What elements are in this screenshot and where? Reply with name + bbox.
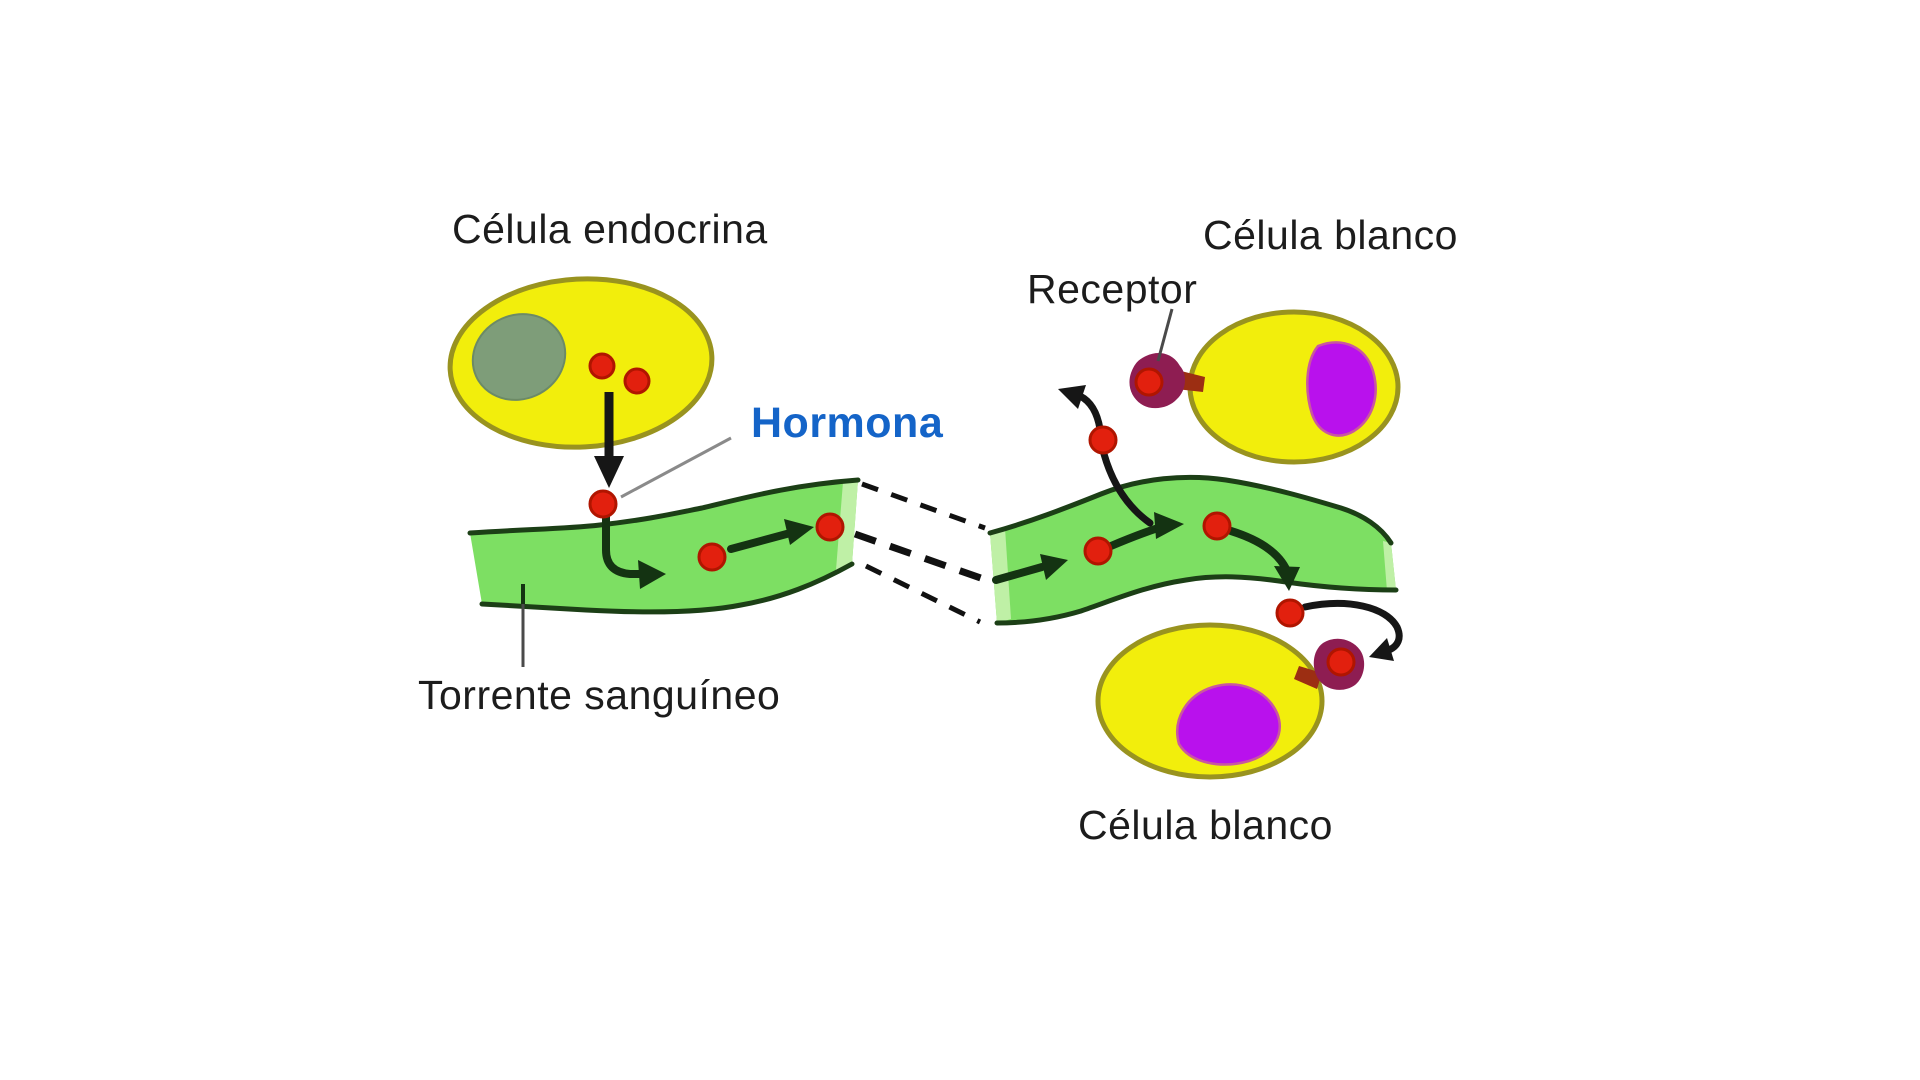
target-cell-bottom-nucleus [1176, 683, 1281, 766]
receptor-label: Receptor [1027, 266, 1198, 312]
gap-dash-middle [853, 530, 994, 586]
bloodstream-right-bottom-edge [994, 574, 1399, 626]
hormone-dot [1083, 536, 1113, 566]
bloodstream-right-segment [990, 477, 1396, 623]
target-cell-top-label: Célula blanco [1203, 212, 1458, 258]
hormone-leader-line [620, 436, 732, 499]
hormone-dot-bound-top [1134, 367, 1164, 397]
right-flow-arrow [992, 563, 1046, 584]
bloodstream-left-top-edge [467, 477, 861, 536]
hormone-dot [588, 489, 618, 519]
bloodstream-left-segment [470, 480, 858, 612]
endocrine-cell-label: Célula endocrina [452, 206, 768, 252]
hormone-dot-bound-bottom [1326, 647, 1356, 677]
reentry-arrow-head [1154, 512, 1184, 539]
receptor-leader-line [1156, 308, 1174, 362]
exit-down-arrow-head [1274, 566, 1300, 591]
target-cell-top-nucleus [1306, 341, 1377, 437]
hormone-dot [623, 367, 651, 395]
right-flow-arrow-head [1040, 554, 1068, 580]
reentry-arrow-lower [1107, 524, 1162, 550]
endocrine-cell-nucleus [471, 313, 567, 401]
hormone-dot [815, 512, 845, 542]
gap-dash-top [861, 481, 986, 531]
gap-dash-bottom [864, 563, 982, 625]
bloodstream-right-cut-face-right [1383, 541, 1396, 591]
entry-flow-arrow-head [638, 560, 666, 589]
hormone-label: Hormona [751, 399, 944, 447]
bloodstream-label: Torrente sanguíneo [418, 672, 781, 718]
hormone-dot [1202, 511, 1232, 541]
entry-flow-arrow [602, 512, 644, 578]
to-bottom-receptor-arrow-head [1369, 638, 1394, 661]
bloodstream-right-top-edge [987, 474, 1394, 546]
secretion-arrow-head [594, 456, 624, 488]
exit-to-receptor-arrow-head [1058, 385, 1086, 409]
to-bottom-receptor-arrow [1301, 600, 1403, 654]
target-cell-bottom-label: Célula blanco [1078, 802, 1333, 848]
hormone-dot [697, 542, 727, 572]
left-flow-arrow [727, 528, 798, 553]
left-flow-arrow-head [784, 519, 814, 545]
hormone-dot [1275, 598, 1305, 628]
bloodstream-left-bottom-edge [479, 561, 855, 615]
hormone-dot [1088, 425, 1118, 455]
reentry-arrow-upper [1100, 450, 1154, 527]
hormone-dot [588, 352, 616, 380]
exit-to-receptor-arrow [1076, 392, 1104, 433]
bloodstream-left-cut-face [836, 480, 858, 570]
